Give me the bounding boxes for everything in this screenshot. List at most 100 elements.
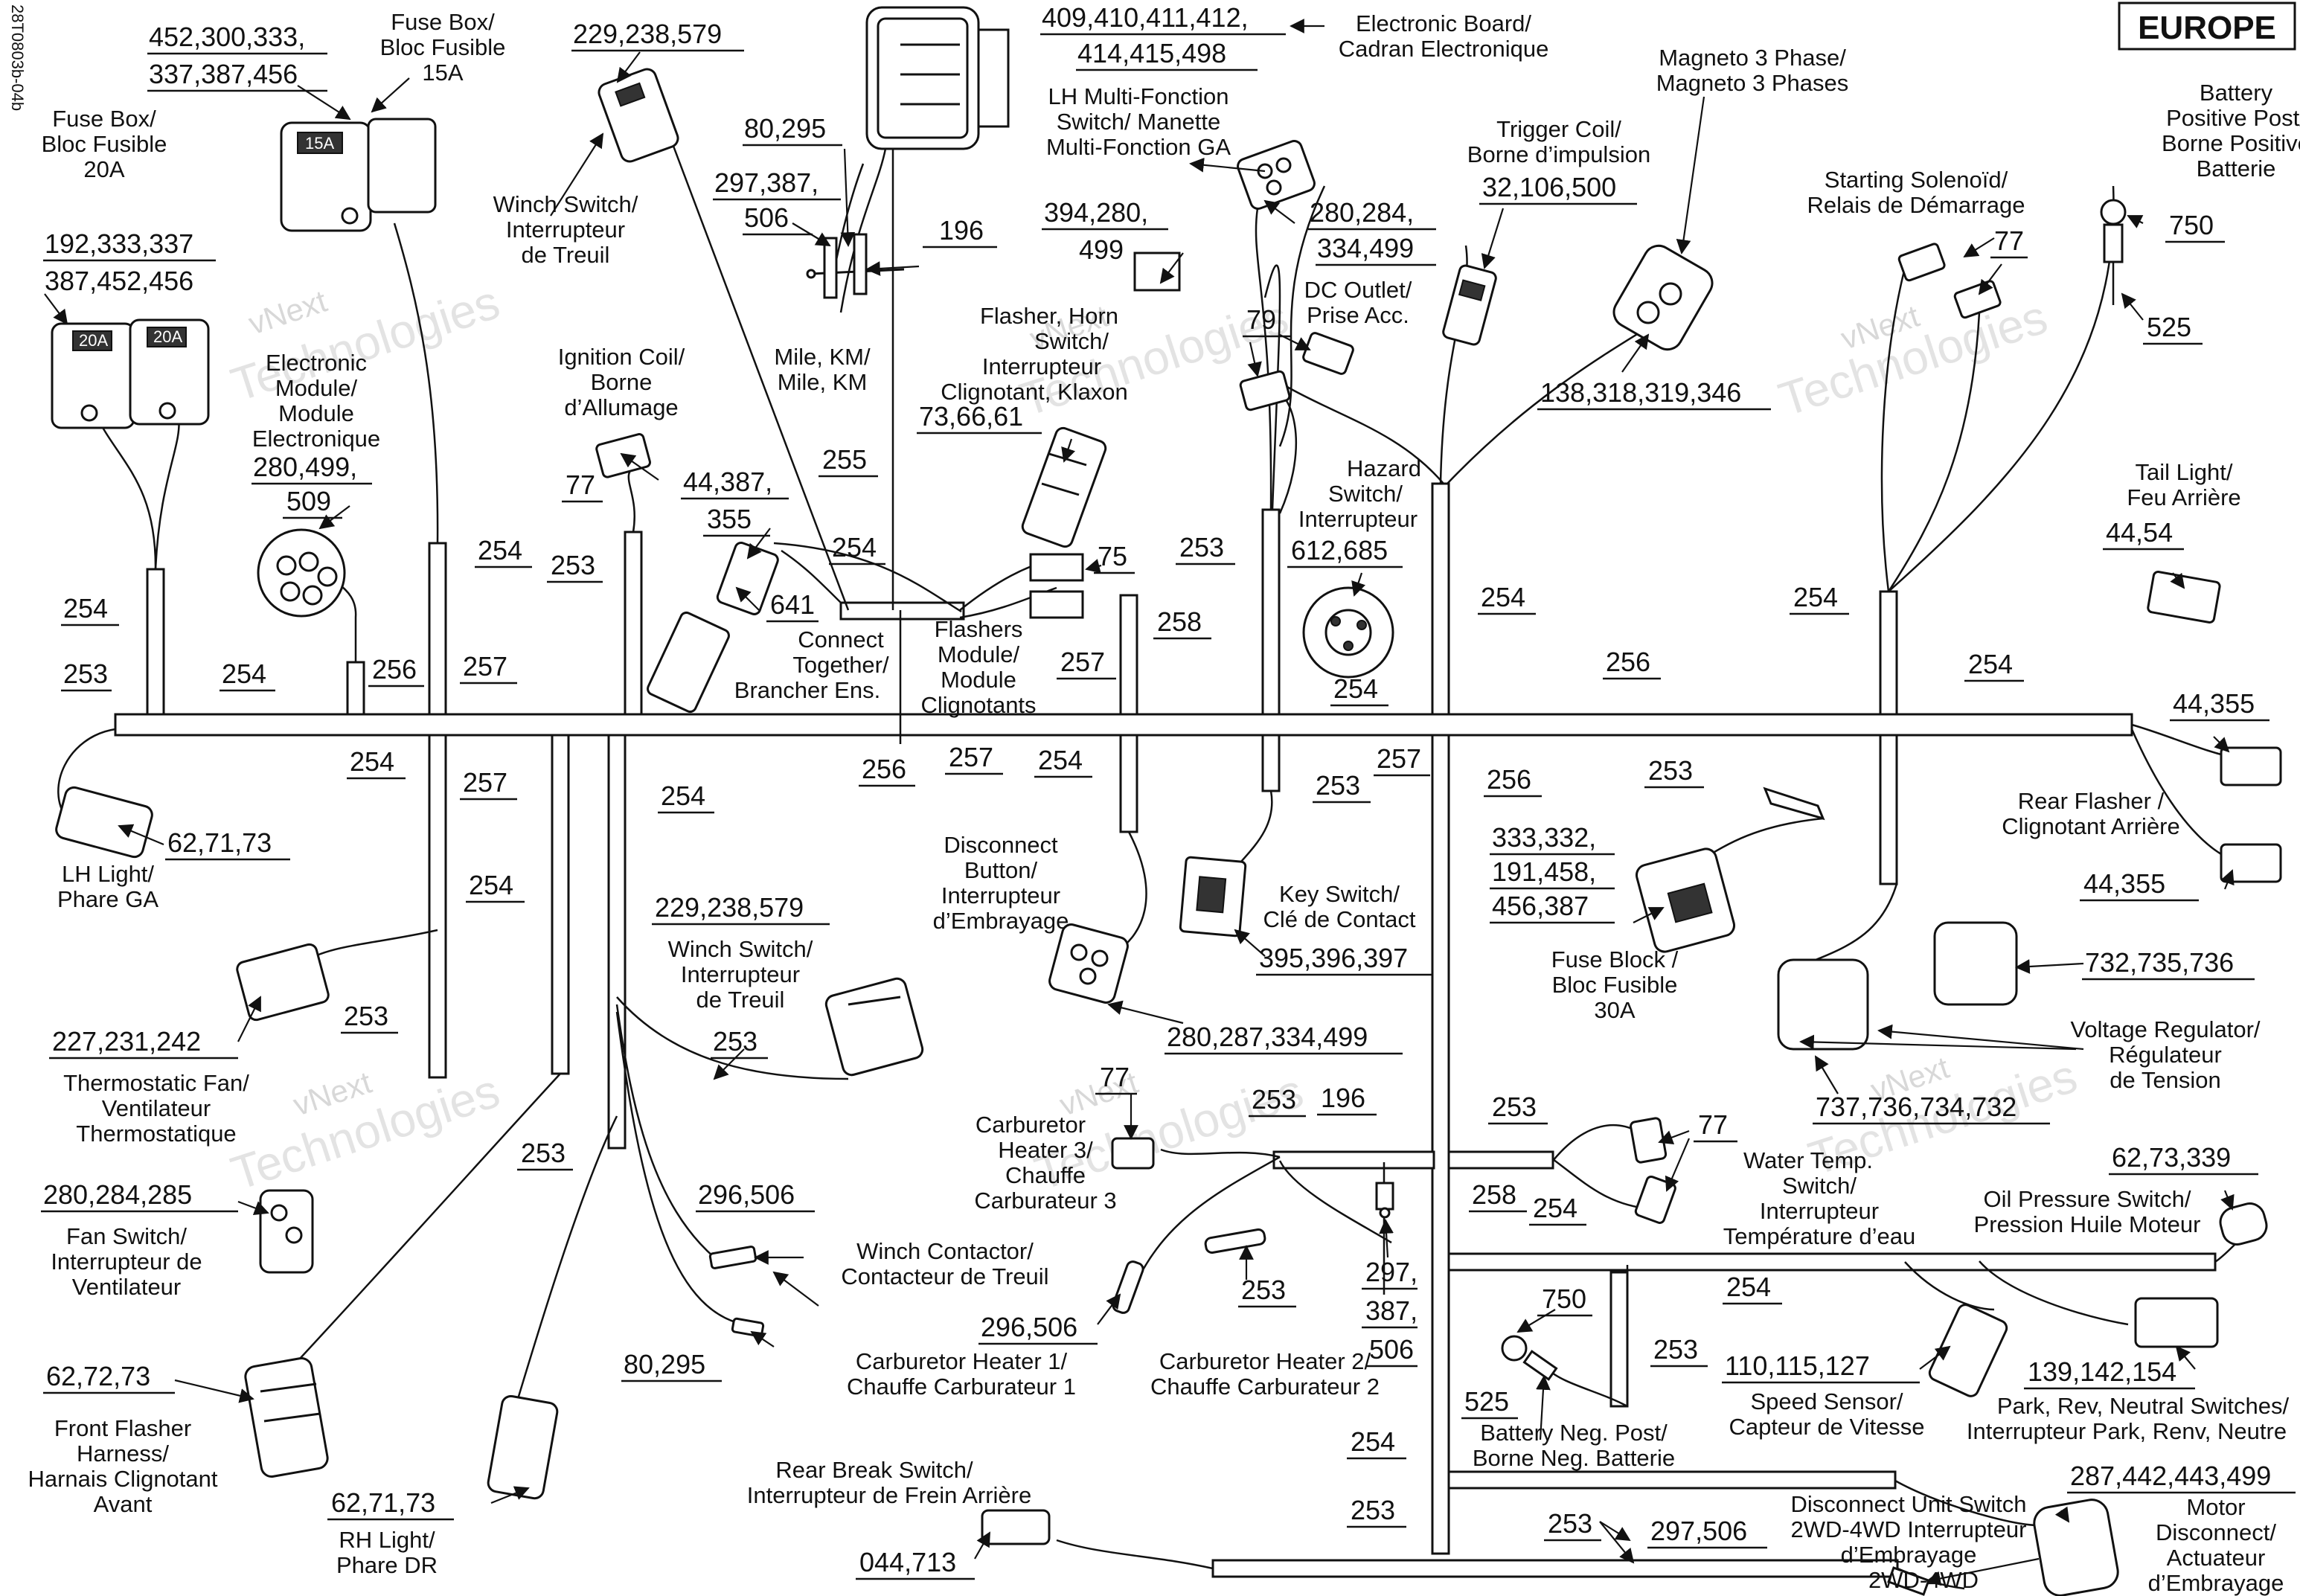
segment-number: 254 <box>469 870 513 900</box>
label-line: Interrupteur <box>506 217 625 243</box>
mile-km-graphic <box>806 233 905 299</box>
segment-number: 253 <box>551 550 595 580</box>
label-line: Cadran Electronique <box>1339 36 1549 62</box>
ref-number: 612,685 <box>1291 535 1388 565</box>
ref-number: 280,499, <box>253 452 357 482</box>
segment-number: 253 <box>521 1138 566 1168</box>
label-line: Fuse Box/ <box>52 106 156 132</box>
fuse-block-30a-label: Fuse Block / Bloc Fusible 30A <box>1551 946 1679 1023</box>
label-line: Borne d’impulsion <box>1467 141 1650 167</box>
segment-number: 196 <box>1321 1083 1365 1113</box>
ref-number: 334,499 <box>1317 233 1414 263</box>
lh-multi-switch-graphic <box>1133 140 1316 292</box>
component-labels: Fuse Box/ Bloc Fusible 20A 192,333,337 3… <box>28 2 2300 1596</box>
winch-contactor-graphic <box>708 1246 765 1338</box>
ref-number: 296,506 <box>698 1179 795 1210</box>
ref-number: 138,318,319,346 <box>1540 377 1741 408</box>
ref-number: 506 <box>1369 1334 1414 1365</box>
winch-switch-mid-graphic <box>824 977 924 1077</box>
label-line: Carburetor <box>976 1112 1086 1138</box>
branch <box>346 661 365 716</box>
ref-number: 737,736,734,732 <box>1816 1092 2016 1122</box>
key-switch-graphic <box>1179 856 1247 938</box>
disconnect-button-label: Disconnect Button/ Interrupteur d’Embray… <box>933 832 1069 934</box>
ref-number: 287,442,443,499 <box>2070 1461 2271 1491</box>
magneto-graphic <box>1612 244 1714 351</box>
winch-switch-top-graphic <box>598 68 679 163</box>
label-line: Phare GA <box>57 886 158 912</box>
label-line: Thermostatique <box>76 1121 236 1147</box>
label-line: Winch Switch/ <box>493 191 638 217</box>
ref-number: 750 <box>1542 1283 1586 1314</box>
ref-number: 525 <box>1464 1386 1509 1417</box>
segment-number: 253 <box>1648 755 1693 786</box>
segment-number: 257 <box>463 767 507 798</box>
ref-number: 409,410,411,412, <box>1042 2 1249 33</box>
ref-number: 456,387 <box>1492 891 1589 921</box>
lh-light-label: LH Light/ Phare GA <box>57 861 158 912</box>
label-line: Switch/ Manette <box>1057 109 1221 135</box>
segment-number: 255 <box>822 444 867 475</box>
label-line: RH Light/ <box>339 1527 435 1553</box>
label-line: 2WD-4WD Interrupteur <box>1791 1516 2027 1542</box>
label-line: Disconnect/ <box>2156 1519 2276 1545</box>
segment-number: 254 <box>1726 1272 1771 1302</box>
segment-number: 254 <box>350 746 394 777</box>
label-line: Batterie <box>2197 156 2276 182</box>
label-line: Rear Flasher / <box>2018 788 2165 814</box>
starting-solenoid-label: Starting Solenoïd/ Relais de Démarrage <box>1807 167 2025 218</box>
label-line: Borne Positive <box>2162 130 2300 156</box>
label-line: Contacteur de Treuil <box>841 1263 1048 1289</box>
ref-number: 394,280, <box>1044 197 1148 228</box>
fan-switch-label: Fan Switch/ Interrupteur de Ventilateur <box>51 1223 202 1300</box>
label-line: Disconnect Unit Switch <box>1790 1491 2026 1517</box>
label-line: Chauffe <box>1005 1162 1086 1188</box>
ref-number: 229,238,579 <box>573 19 722 49</box>
fuse-box-20a-graphic: 20A 20A <box>51 318 210 429</box>
watermark-text: Technologies <box>225 275 506 411</box>
speed-sensor-graphic <box>1928 1304 2008 1397</box>
label-line: 20A <box>83 156 124 182</box>
label-line: LH Multi-Fonction <box>1048 83 1229 109</box>
ref-number: 333,332, <box>1492 822 1596 853</box>
front-flasher-label: Front Flasher Harness/ Harnais Clignotan… <box>28 1415 217 1517</box>
key-switch-label: Key Switch/ Clé de Contact <box>1263 881 1415 932</box>
label-line: Clignotants <box>920 692 1036 718</box>
label-line: Prise Acc. <box>1307 302 1409 328</box>
label-line: Interrupteur <box>941 882 1060 908</box>
branch <box>839 601 965 621</box>
ref-number: 297, <box>1365 1257 1418 1287</box>
ref-number: 297,506 <box>1650 1516 1747 1546</box>
neutral-switches-graphic <box>2134 1297 2219 1348</box>
label-line: Motor <box>2186 1494 2245 1520</box>
ref-number: 80,295 <box>624 1349 705 1379</box>
disconnect-button-graphic <box>1048 923 1129 1004</box>
label-line: Winch Contactor/ <box>856 1238 1034 1264</box>
segment-number: 256 <box>1487 764 1531 795</box>
ref-number: 110,115,127 <box>1725 1350 1870 1381</box>
winch-contactor-label: Winch Contactor/ Contacteur de Treuil <box>841 1238 1048 1289</box>
segment-number: 253 <box>1252 1084 1296 1115</box>
flashers-module-label: Flashers Module/ Module Clignotants <box>920 616 1036 718</box>
ref-number: 62,71,73 <box>331 1487 435 1518</box>
label-line: d’Embrayage <box>933 908 1069 934</box>
segment-number: 256 <box>862 754 906 784</box>
label-line: Brancher Ens. <box>734 677 880 703</box>
segment-number: 258 <box>1472 1179 1516 1210</box>
battery-positive-graphic <box>2100 199 2127 305</box>
label-line: Electronique <box>252 426 380 452</box>
label-line: Carburateur 3 <box>974 1188 1116 1214</box>
label-line: Interrupteur <box>681 961 800 987</box>
ref-number: 525 <box>2147 312 2191 342</box>
thermostatic-fan-graphic <box>236 943 330 1022</box>
label-line: Magneto 3 Phase/ <box>1659 45 1846 71</box>
segment-number: 256 <box>372 654 417 685</box>
segment-number: 254 <box>1533 1193 1577 1223</box>
label-line: Fuse Box/ <box>391 9 495 35</box>
label-line: Carburetor Heater 2/ <box>1159 1348 1371 1374</box>
label-line: Harness/ <box>77 1440 169 1467</box>
segment-number: 254 <box>478 535 522 565</box>
label-line: Module/ <box>938 641 1020 667</box>
branch <box>1272 1150 1435 1170</box>
